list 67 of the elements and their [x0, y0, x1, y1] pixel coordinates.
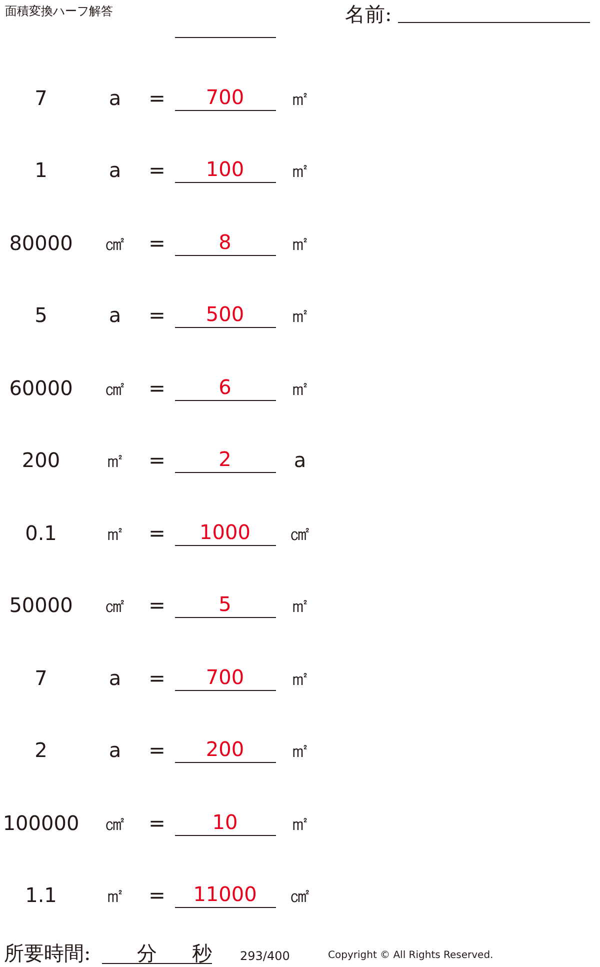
copyright-notice: Copyright © All Rights Reserved. [328, 951, 494, 961]
name-label: 名前: [345, 4, 392, 24]
quantity-value: 7 [34, 668, 48, 688]
unit-label: ㎡ [290, 305, 310, 326]
unit-label: ㎠ [105, 378, 125, 398]
equals-sign: = [148, 378, 166, 398]
equals-sign: = [148, 450, 166, 470]
quantity-value: 7 [34, 88, 48, 108]
equals-sign: = [148, 522, 166, 543]
answer-value: 8 [218, 232, 232, 252]
quantity-value: 0.1 [25, 522, 57, 543]
answer-value: 2 [218, 449, 232, 470]
unit-label: ㎡ [105, 522, 125, 543]
unit-label: ㎠ [105, 812, 125, 832]
unit-label: a [108, 740, 122, 760]
unit-label: ㎠ [290, 522, 310, 543]
quantity-value: 1 [34, 160, 48, 180]
quantity-value: 80000 [9, 232, 73, 253]
answer-value: 10 [212, 812, 238, 832]
unit-label: a [294, 450, 306, 470]
equals-sign: = [148, 595, 166, 616]
unit-label: ㎡ [290, 668, 310, 688]
answer-value: 200 [206, 739, 244, 760]
unit-label: a [108, 160, 122, 180]
equals-sign: = [148, 812, 166, 832]
answer-value: 6 [218, 376, 232, 397]
seconds-label: 秒 [192, 943, 212, 963]
unit-label: ㎡ [290, 160, 310, 180]
quantity-value: 50000 [9, 595, 73, 616]
quantity-value: 200 [22, 450, 60, 470]
quantity-value: 5 [34, 305, 48, 326]
unit-label: ㎠ [105, 232, 125, 253]
answer-value: 100 [206, 159, 244, 180]
unit-label: a [108, 668, 122, 688]
unit-label: ㎡ [290, 88, 310, 108]
unit-label: a [108, 305, 122, 326]
unit-label: ㎡ [290, 378, 310, 398]
minutes-label: 分 [137, 943, 157, 963]
page-number: 293/400 [240, 950, 290, 962]
quantity-value: 60000 [9, 378, 73, 398]
equals-sign: = [148, 884, 166, 905]
equals-sign: = [148, 88, 166, 108]
answer-value: 500 [206, 304, 244, 324]
equals-sign: = [148, 160, 166, 180]
quantity-value: 2 [34, 740, 48, 760]
quantity-value: 100000 [2, 812, 80, 832]
answer-value: 11000 [193, 884, 257, 904]
unit-label: ㎡ [290, 232, 310, 253]
unit-label: ㎡ [105, 884, 125, 905]
equals-sign: = [148, 740, 166, 760]
equals-sign: = [148, 232, 166, 253]
quantity-value: 1.1 [25, 884, 57, 905]
answer-value: 700 [206, 87, 244, 107]
unit-label: ㎡ [290, 812, 310, 832]
worksheet-title: 面積変換ハーフ解答 [5, 5, 113, 17]
equals-sign: = [148, 668, 166, 688]
unit-label: ㎡ [105, 450, 125, 470]
unit-label: a [108, 88, 122, 108]
equals-sign: = [148, 305, 166, 326]
unit-label: ㎠ [290, 884, 310, 905]
answer-value: 700 [206, 666, 244, 687]
unit-label: ㎡ [290, 595, 310, 616]
unit-label: ㎡ [290, 740, 310, 760]
unit-label: ㎠ [105, 595, 125, 616]
answer-value: 1000 [200, 522, 250, 542]
time-label: 所要時間: [4, 943, 91, 963]
answer-value: 5 [218, 594, 232, 614]
